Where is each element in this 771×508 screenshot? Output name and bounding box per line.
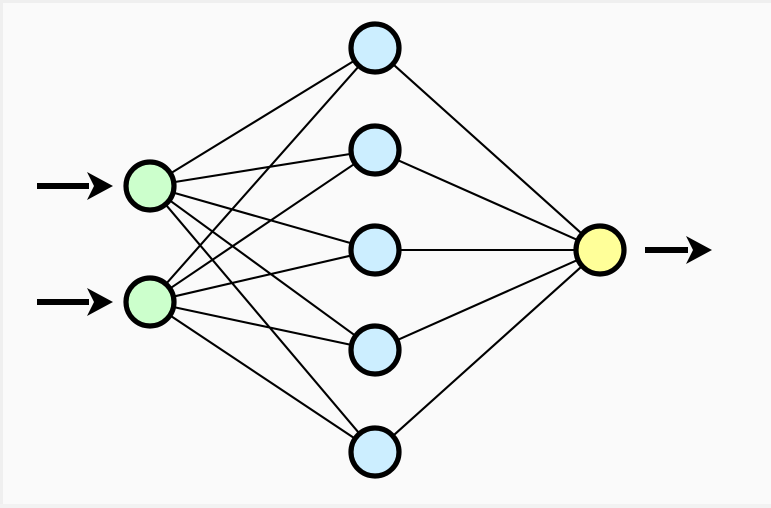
connection-edge [166,197,359,339]
connection-edge [163,63,362,287]
connection-edge [390,263,585,439]
connection-edge [163,201,362,437]
connection-edge [390,61,585,237]
hidden-node-3[interactable] [348,223,402,277]
canvas-left-edge [0,0,3,508]
output-arrow-1-head [686,236,712,264]
connection-edge [170,152,355,184]
output-node-1[interactable] [573,223,627,277]
input-node-1[interactable] [123,159,177,213]
hidden-node-5[interactable] [348,425,402,479]
connection-edge [167,58,358,176]
input-arrow-1-head [87,172,113,200]
io-arrows-group [37,172,712,316]
canvas-bottom-edge [0,504,771,508]
hidden-node-2[interactable] [348,123,402,177]
connection-edge [167,161,358,291]
canvas-top-edge [0,0,771,3]
hidden-node-1[interactable] [348,21,402,75]
edges-group [163,58,585,441]
connection-edge [394,157,581,243]
connection-edge [170,305,355,347]
connection-edge [394,257,581,343]
connection-edge [170,190,355,246]
connection-edge [167,313,358,441]
nodes-group [123,21,627,479]
input-arrow-2-head [87,288,113,316]
input-node-2[interactable] [123,275,177,329]
connection-edge [170,253,355,299]
hidden-node-4[interactable] [348,323,402,377]
